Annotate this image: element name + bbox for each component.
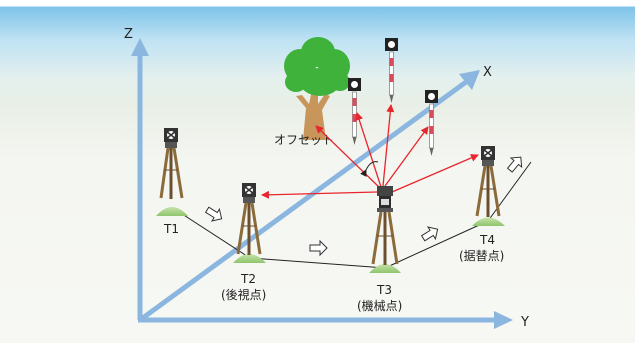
offset-label: オフセット (274, 133, 334, 147)
sight-rays (261, 104, 479, 199)
tripod-icon (159, 128, 184, 199)
station-label-t4: T4 (479, 233, 495, 247)
x-axis-label: X (483, 65, 492, 80)
station-label-t2: T2 (240, 272, 256, 286)
move-arrow-icon (309, 239, 328, 257)
prism-pole-icon (348, 78, 361, 145)
move-arrow-icon (204, 206, 223, 222)
move-arrow-icon (420, 226, 439, 242)
station-sublabel-t3: (機械点) (357, 298, 402, 313)
tripod-icon (475, 146, 501, 217)
station-sublabel-t4: (据替点) (459, 249, 504, 263)
traverse-lines (175, 161, 532, 269)
z-axis (131, 38, 149, 320)
station-label-t3: T3 (376, 283, 392, 297)
station-sublabel-t2: (後視点) (221, 287, 266, 302)
y-axis-label: Y (520, 315, 529, 330)
y-axis (138, 311, 513, 329)
tripod-icon (236, 183, 262, 255)
total-station-icon (371, 186, 399, 265)
station-label-t1: T1 (163, 222, 179, 236)
tree-icon (284, 37, 350, 140)
station-mound-t4 (472, 217, 505, 226)
move-arrow-icon (506, 156, 523, 173)
station-mound-t3 (369, 264, 401, 273)
station-mound-t2 (233, 254, 266, 263)
angle-arc (360, 161, 379, 177)
prism-pole-icon (425, 90, 438, 156)
z-axis-label: Z (124, 27, 133, 42)
x-axis (138, 70, 480, 323)
prism-pole-icon (385, 38, 398, 103)
station-mound-t1 (156, 207, 188, 216)
